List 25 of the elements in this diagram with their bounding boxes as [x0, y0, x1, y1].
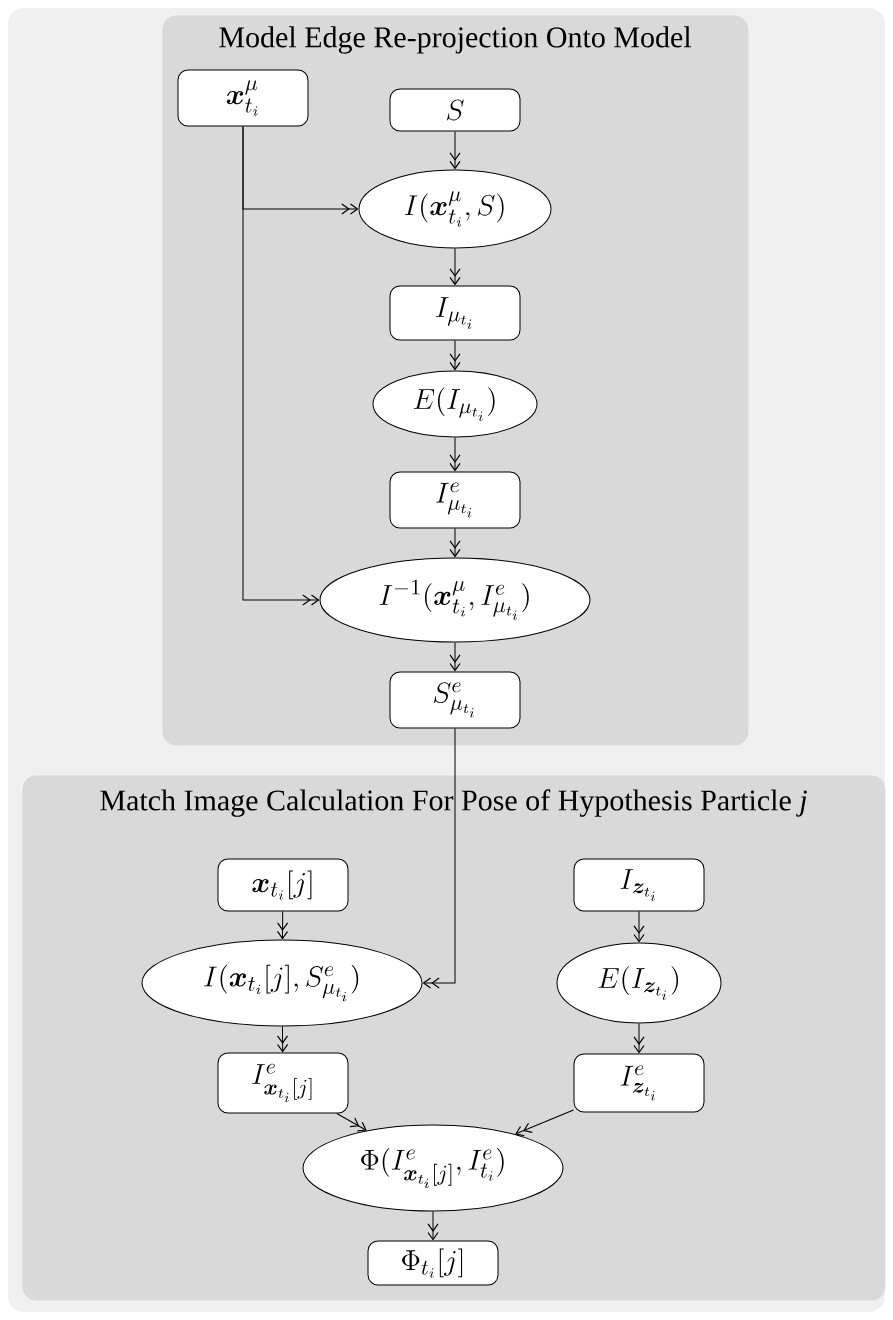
arrow: [449, 642, 461, 672]
process-box: $I_{\mu_{t_i}}$: [389, 285, 521, 341]
arrow: [633, 1023, 645, 1054]
arrow: [242, 126, 320, 606]
process-box: $S$: [389, 88, 521, 132]
process-box: $\boldsymbol{x}_{t_i}[j]$: [217, 858, 349, 912]
arrow: [449, 340, 461, 371]
process-box: $I^{e}_{\boldsymbol{x}_{t_i}[j]}$: [217, 1052, 349, 1114]
arrow: [422, 728, 456, 989]
process-box: $\Phi_{t_i}[j]$: [367, 1240, 499, 1286]
arrow: [276, 1026, 289, 1053]
arrow: [449, 131, 461, 170]
process-box: $I^{e}_{\boldsymbol{z}_{t_i}}$: [573, 1053, 705, 1113]
process-box: $I_{\boldsymbol{z}_{t_i}}$: [573, 858, 705, 912]
arrow: [276, 911, 289, 940]
arrow: [427, 1211, 439, 1241]
arrow: [449, 528, 461, 558]
process-box: $\boldsymbol{x}^{\mu}_{t_i}$: [177, 69, 309, 127]
arrow: [449, 248, 461, 286]
process-box: $S^{e}_{\mu_{t_i}}$: [389, 671, 521, 729]
arrow: [336, 1113, 367, 1132]
arrow: [633, 911, 645, 943]
process-box: $I^{e}_{\mu_{t_i}}$: [389, 471, 521, 529]
arrow: [515, 1109, 574, 1137]
arrow: [449, 437, 461, 472]
